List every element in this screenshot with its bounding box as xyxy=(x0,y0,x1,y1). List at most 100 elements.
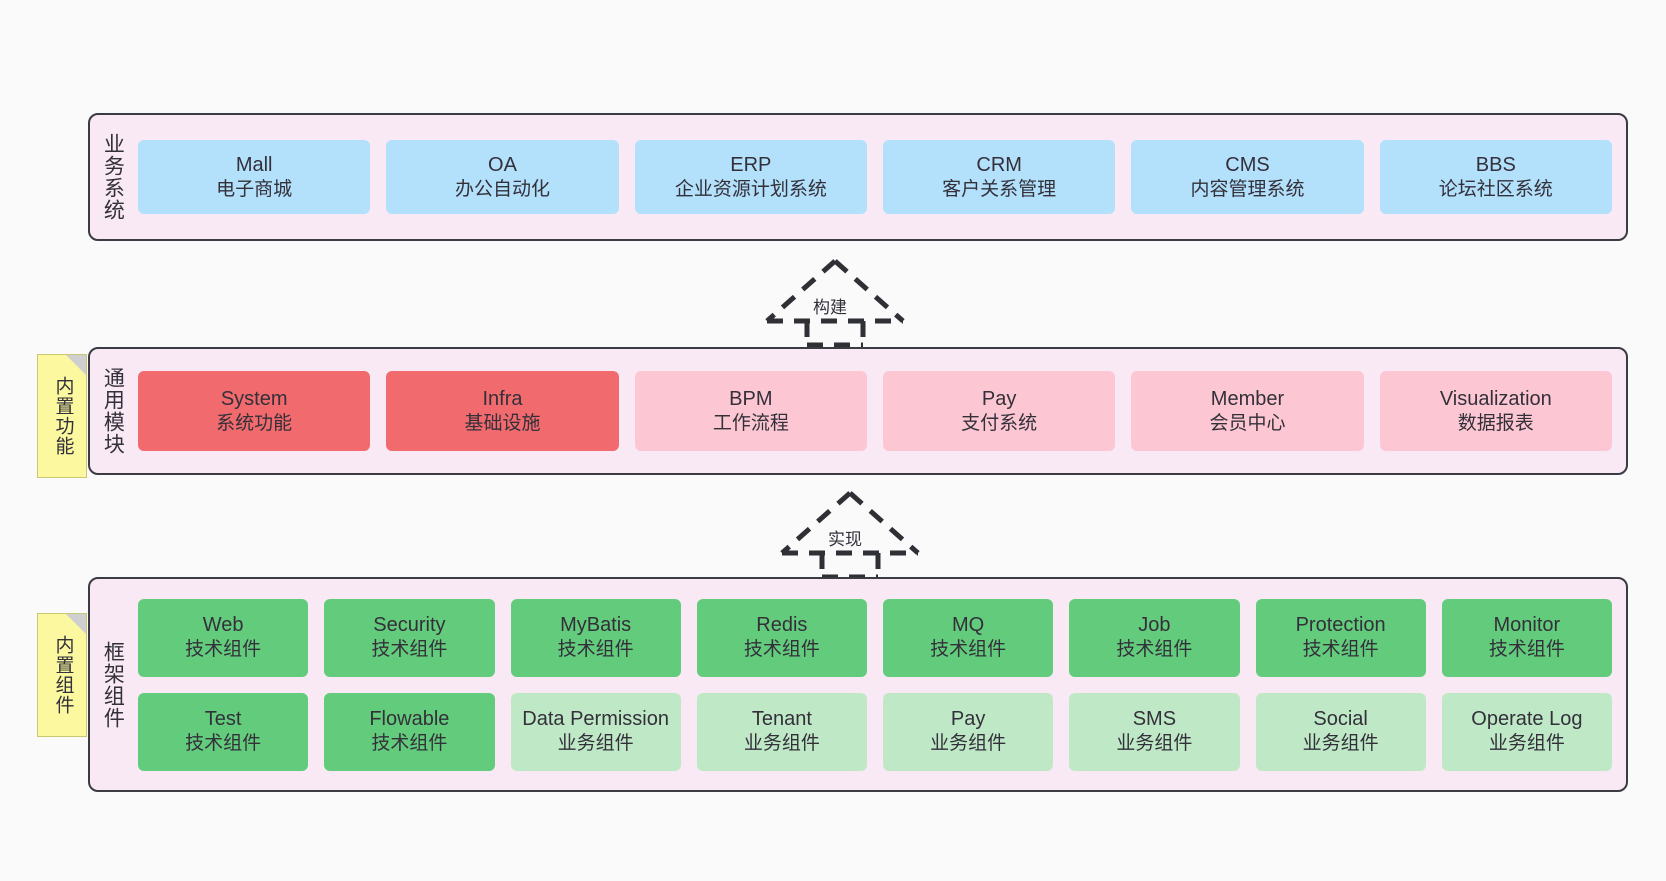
node-pay-module-en: Pay xyxy=(981,387,1017,410)
node-mybatis-en: MyBatis xyxy=(560,614,632,637)
node-flowable-cn: 技术组件 xyxy=(371,733,448,755)
node-erp-en: ERP xyxy=(730,153,772,176)
node-test-en: Test xyxy=(204,708,242,731)
node-test-cn: 技术组件 xyxy=(185,733,262,755)
node-bpm[interactable]: BPM 工作流程 xyxy=(634,371,867,451)
node-pay-module-cn: 支付系统 xyxy=(961,412,1038,434)
node-crm-cn: 客户关系管理 xyxy=(942,178,1057,200)
layer-framework-row-2: Test 技术组件 Flowable 技术组件 Data Permission … xyxy=(138,692,1612,771)
node-bbs[interactable]: BBS 论坛社区系统 xyxy=(1379,140,1612,214)
node-job-en: Job xyxy=(1138,614,1171,637)
node-pay-module[interactable]: Pay 支付系统 xyxy=(882,371,1116,451)
layer-business-row-1: Mall 电子商城 OA 办公自动化 ERP 企业资源计划系统 CRM 客户关系… xyxy=(138,140,1612,214)
note-fold-icon xyxy=(66,355,86,375)
node-visualization[interactable]: Visualization 数据报表 xyxy=(1379,371,1612,451)
node-security[interactable]: Security 技术组件 xyxy=(324,598,495,677)
node-mall[interactable]: Mall 电子商城 xyxy=(138,140,371,214)
connector-implement: 实现 xyxy=(770,487,930,579)
node-tenant-en: Tenant xyxy=(751,708,812,731)
node-erp-cn: 企业资源计划系统 xyxy=(674,178,827,200)
layer-framework-row-1: Web 技术组件 Security 技术组件 MyBatis 技术组件 Redi… xyxy=(138,598,1612,677)
note-fold-icon xyxy=(66,614,86,634)
node-pay-component-en: Pay xyxy=(950,708,986,731)
node-bbs-en: BBS xyxy=(1475,153,1516,176)
note-builtin-features: 内置功能 xyxy=(37,354,87,478)
node-operate-log-en: Operate Log xyxy=(1471,708,1583,731)
node-mall-cn: 电子商城 xyxy=(216,178,293,200)
node-monitor-en: Monitor xyxy=(1493,614,1561,637)
layer-business-system: 业务系统 Mall 电子商城 OA 办公自动化 ERP 企业资源计划系统 CRM… xyxy=(88,113,1628,241)
node-cms[interactable]: CMS 内容管理系统 xyxy=(1131,140,1364,214)
node-oa-cn: 办公自动化 xyxy=(454,178,550,200)
node-job[interactable]: Job 技术组件 xyxy=(1069,598,1240,677)
node-web[interactable]: Web 技术组件 xyxy=(138,598,309,677)
layer-title-business: 业务系统 xyxy=(101,133,125,221)
node-redis-en: Redis xyxy=(756,614,808,637)
node-flowable[interactable]: Flowable 技术组件 xyxy=(324,692,495,771)
node-mall-en: Mall xyxy=(235,153,273,176)
node-oa[interactable]: OA 办公自动化 xyxy=(386,140,619,214)
node-bpm-cn: 工作流程 xyxy=(712,412,789,434)
node-monitor-cn: 技术组件 xyxy=(1488,639,1565,661)
node-system[interactable]: System 系统功能 xyxy=(138,371,371,451)
node-job-cn: 技术组件 xyxy=(1116,639,1193,661)
node-mybatis[interactable]: MyBatis 技术组件 xyxy=(510,598,681,677)
node-pay-component[interactable]: Pay 业务组件 xyxy=(883,692,1054,771)
node-crm[interactable]: CRM 客户关系管理 xyxy=(882,140,1116,214)
layer-title-framework: 框架组件 xyxy=(101,640,125,729)
note-builtin-features-label: 内置功能 xyxy=(52,376,74,456)
node-tenant[interactable]: Tenant 业务组件 xyxy=(696,692,867,771)
node-tenant-cn: 业务组件 xyxy=(743,733,820,755)
node-sms-cn: 业务组件 xyxy=(1116,733,1193,755)
node-visualization-cn: 数据报表 xyxy=(1457,412,1534,434)
node-cms-en: CMS xyxy=(1225,153,1270,176)
node-bpm-en: BPM xyxy=(729,387,773,410)
node-mq[interactable]: MQ 技术组件 xyxy=(883,598,1054,677)
node-sms[interactable]: SMS 业务组件 xyxy=(1069,692,1240,771)
node-protection-en: Protection xyxy=(1295,614,1386,637)
layer-body-business: Mall 电子商城 OA 办公自动化 ERP 企业资源计划系统 CRM 客户关系… xyxy=(134,115,1626,239)
node-data-permission[interactable]: Data Permission 业务组件 xyxy=(510,692,681,771)
node-infra-en: Infra xyxy=(482,387,523,410)
connector-build-label: 构建 xyxy=(813,298,847,317)
node-erp[interactable]: ERP 企业资源计划系统 xyxy=(634,140,867,214)
node-oa-en: OA xyxy=(488,153,517,176)
node-crm-en: CRM xyxy=(976,153,1022,176)
node-monitor[interactable]: Monitor 技术组件 xyxy=(1441,598,1612,677)
node-data-permission-en: Data Permission xyxy=(522,708,669,731)
node-mq-cn: 技术组件 xyxy=(930,639,1007,661)
node-protection[interactable]: Protection 技术组件 xyxy=(1255,598,1426,677)
node-sms-en: SMS xyxy=(1132,708,1177,731)
node-pay-component-cn: 业务组件 xyxy=(930,733,1007,755)
layer-framework-component: 框架组件 Web 技术组件 Security 技术组件 MyBatis 技术组件… xyxy=(88,577,1628,792)
layer-common-module: 通用模块 System 系统功能 Infra 基础设施 BPM 工作流程 Pay… xyxy=(88,347,1628,475)
node-operate-log-cn: 业务组件 xyxy=(1488,733,1565,755)
node-test[interactable]: Test 技术组件 xyxy=(138,692,309,771)
node-protection-cn: 技术组件 xyxy=(1302,639,1379,661)
node-member-en: Member xyxy=(1210,387,1285,410)
connector-build: 构建 xyxy=(755,255,915,347)
node-social[interactable]: Social 业务组件 xyxy=(1255,692,1426,771)
node-operate-log[interactable]: Operate Log 业务组件 xyxy=(1441,692,1612,771)
layer-title-common: 通用模块 xyxy=(101,367,125,455)
node-redis-cn: 技术组件 xyxy=(743,639,820,661)
node-security-en: Security xyxy=(373,614,446,637)
node-redis[interactable]: Redis 技术组件 xyxy=(696,598,867,677)
node-member[interactable]: Member 会员中心 xyxy=(1131,371,1364,451)
node-system-cn: 系统功能 xyxy=(216,412,293,434)
node-flowable-en: Flowable xyxy=(369,708,450,731)
connector-build-icon xyxy=(765,259,905,347)
node-social-cn: 业务组件 xyxy=(1302,733,1379,755)
layer-body-framework: Web 技术组件 Security 技术组件 MyBatis 技术组件 Redi… xyxy=(134,579,1626,790)
note-builtin-components-label: 内置组件 xyxy=(52,635,74,715)
node-web-en: Web xyxy=(202,614,244,637)
layer-body-common: System 系统功能 Infra 基础设施 BPM 工作流程 Pay 支付系统… xyxy=(134,349,1626,473)
connector-implement-label: 实现 xyxy=(828,530,862,549)
node-visualization-en: Visualization xyxy=(1439,387,1552,410)
node-web-cn: 技术组件 xyxy=(185,639,262,661)
node-social-en: Social xyxy=(1313,708,1368,731)
node-data-permission-cn: 业务组件 xyxy=(557,733,634,755)
node-security-cn: 技术组件 xyxy=(371,639,448,661)
node-infra[interactable]: Infra 基础设施 xyxy=(386,371,619,451)
